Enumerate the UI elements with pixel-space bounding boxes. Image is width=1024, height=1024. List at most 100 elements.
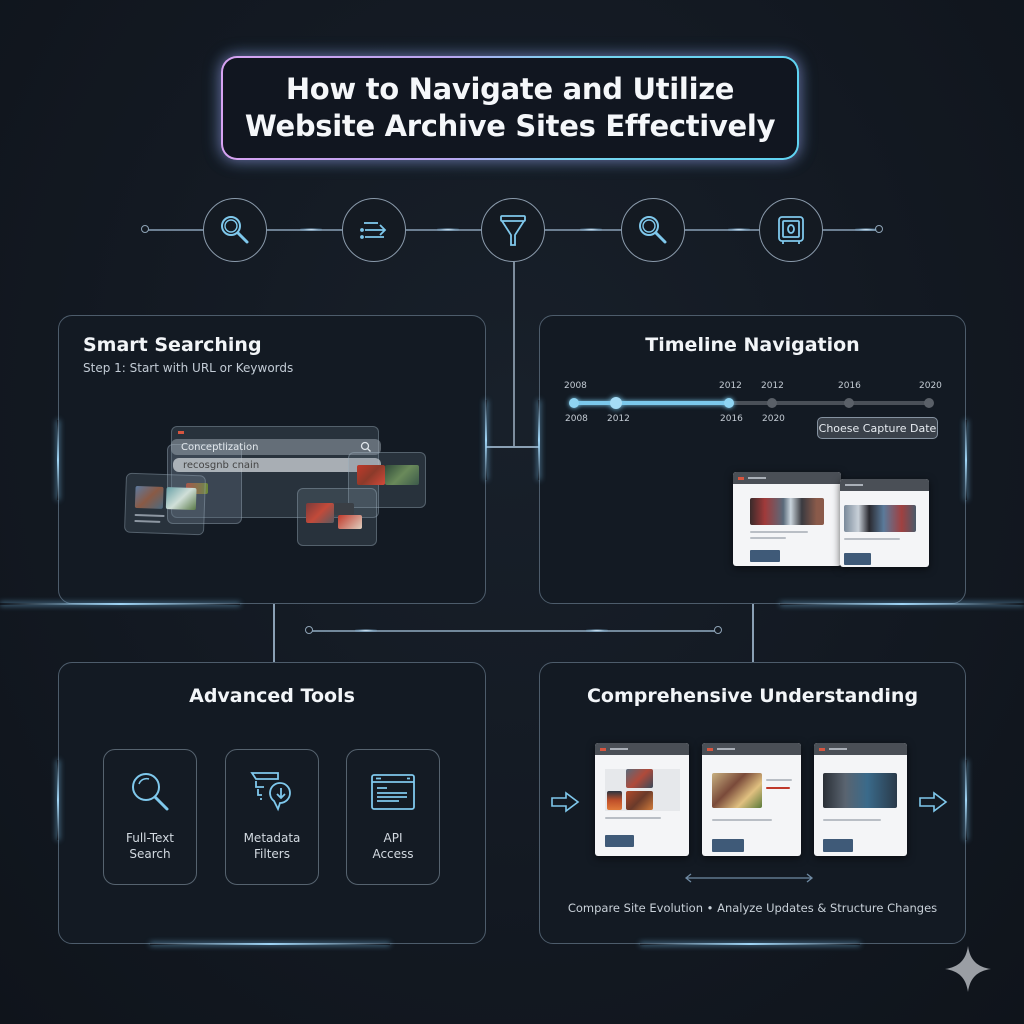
timeline-bottom-label: 2016	[720, 414, 743, 424]
panel-smart-searching: Smart Searching Step 1: Start with URL o…	[58, 315, 486, 604]
panel-title: Timeline Navigation	[645, 334, 860, 356]
panel-title: Advanced Tools	[189, 685, 355, 707]
browser-bar	[733, 472, 841, 484]
snapshot-button[interactable]	[750, 550, 780, 562]
list-arrow-icon	[360, 222, 387, 239]
title-line-1: How to Navigate and Utilize	[285, 72, 735, 106]
snapshot-thumb	[712, 773, 762, 808]
tool-label: Metadata Filters	[243, 831, 301, 861]
result-thumb	[186, 483, 208, 494]
snapshot-button[interactable]	[605, 835, 634, 847]
timeline-top-label: 2008	[564, 381, 587, 391]
result-thumb	[165, 487, 197, 511]
timeline-point-2020b[interactable]	[924, 398, 934, 408]
panel-glow	[965, 420, 967, 500]
suggestion-text: recosgnb cnain	[183, 459, 260, 471]
window-favicon	[178, 431, 184, 434]
edge-glow	[640, 943, 860, 945]
search-icon	[132, 773, 169, 811]
rail-vault-button[interactable]	[759, 198, 823, 262]
funnel-connector	[513, 262, 515, 447]
search-suggestion[interactable]: recosgnb cnain	[173, 458, 381, 472]
snapshot-thumb	[626, 769, 653, 788]
text-line	[766, 779, 792, 781]
rail-filter-button[interactable]	[481, 198, 545, 262]
page-title: How to Navigate and Utilize Website Arch…	[221, 56, 799, 160]
snapshot-thumb	[607, 791, 622, 810]
timeline-point-2016b[interactable]	[844, 398, 854, 408]
result-thumb	[338, 515, 362, 529]
edge-glow	[0, 603, 240, 605]
result-thumb	[385, 465, 419, 485]
panel-caption: Compare Site Evolution • Analyze Updates…	[567, 901, 938, 915]
result-card-left	[123, 472, 207, 536]
browser-bar	[814, 743, 907, 755]
choose-capture-date-button[interactable]: Choese Capture Date	[817, 417, 938, 439]
snapshot-button[interactable]	[823, 839, 853, 852]
rail-glint	[586, 629, 608, 632]
middle-rail-end	[714, 626, 722, 634]
tool-label: API Access	[372, 831, 414, 861]
sparkle-icon	[945, 946, 991, 992]
rail-search-button-2[interactable]	[621, 198, 685, 262]
compare-snapshot-2[interactable]	[702, 743, 801, 856]
timeline-point-2016[interactable]	[724, 398, 734, 408]
rail-list-button[interactable]	[342, 198, 406, 262]
rail-glint	[728, 228, 750, 231]
search-icon	[221, 216, 249, 244]
rail-search-button[interactable]	[203, 198, 267, 262]
text-line	[712, 819, 772, 821]
compare-snapshot-3[interactable]	[814, 743, 907, 856]
timeline-top-label: 2012	[761, 381, 784, 391]
timeline-top-label: 2016	[838, 381, 861, 391]
panel-bridge-top	[486, 446, 540, 448]
timeline-bottom-label: 2020	[762, 414, 785, 424]
timeline-top-label: 2020	[919, 381, 942, 391]
search-icon[interactable]	[360, 441, 372, 453]
browser-window-icon	[371, 774, 415, 810]
timeline-point-2012[interactable]	[610, 397, 622, 409]
timeline-point-2020[interactable]	[767, 398, 777, 408]
panel-glow	[965, 760, 967, 840]
panel-subtitle: Step 1: Start with URL or Keywords	[83, 361, 294, 375]
result-thumb	[134, 485, 164, 509]
timeline-top-label: 2012	[719, 381, 742, 391]
panel-title: Smart Searching	[83, 334, 262, 356]
result-card	[167, 444, 242, 524]
panel-glow	[57, 420, 59, 500]
tool-api-access[interactable]: API Access	[346, 749, 440, 885]
timeline-track-inactive	[730, 401, 932, 405]
browser-bar	[840, 479, 929, 491]
funnel-icon	[500, 215, 526, 246]
snapshot-browser-1[interactable]	[733, 472, 841, 566]
text-line	[844, 538, 900, 540]
text-line	[766, 787, 790, 789]
snapshot-browser-2[interactable]	[840, 479, 929, 567]
double-arrow-icon	[684, 873, 814, 883]
middle-rail-start	[305, 626, 313, 634]
snapshot-button[interactable]	[712, 839, 744, 852]
tool-metadata-filters[interactable]: Metadata Filters	[225, 749, 319, 885]
result-thumb	[306, 503, 334, 523]
rail-glint	[855, 228, 877, 231]
result-thumb	[334, 503, 354, 515]
edge-glow	[150, 943, 390, 945]
text-line	[750, 531, 808, 533]
rail-glint	[580, 228, 602, 231]
panel-glow	[485, 400, 487, 480]
rail-glint	[300, 228, 322, 231]
compare-snapshot-1[interactable]	[595, 743, 689, 856]
snapshot-thumb	[750, 498, 824, 525]
browser-bar	[595, 743, 689, 755]
snapshot-button[interactable]	[844, 553, 871, 565]
panel-timeline-navigation: Timeline Navigation 2008 2012 2012 2016 …	[539, 315, 966, 604]
tool-full-text-search[interactable]: Full-Text Search	[103, 749, 197, 885]
edge-glow	[780, 603, 1024, 605]
search-input[interactable]: Conceptlization	[171, 439, 381, 455]
timeline-point-2008[interactable]	[569, 398, 579, 408]
snapshot-thumb	[823, 773, 897, 808]
arrow-right-icon	[919, 791, 948, 813]
connector-right	[752, 604, 754, 662]
result-card-bottom	[297, 488, 377, 546]
search-value: Conceptlization	[181, 441, 259, 453]
